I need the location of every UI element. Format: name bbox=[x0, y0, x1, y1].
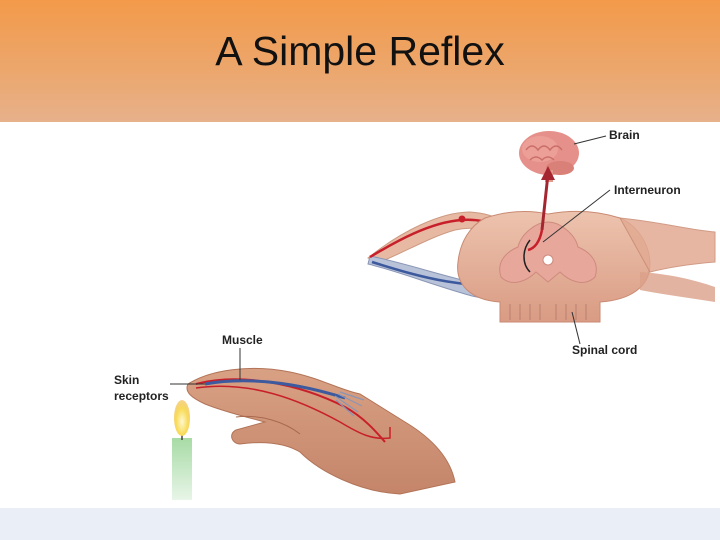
title-band bbox=[0, 0, 720, 122]
slide-title: A Simple Reflex bbox=[215, 28, 505, 74]
interneuron-path bbox=[523, 166, 555, 273]
skin-receptors-label-line1: Skin bbox=[114, 373, 139, 387]
spinal-cord-label: Spinal cord bbox=[572, 343, 637, 357]
footer-band bbox=[0, 508, 720, 540]
spinal-cord bbox=[457, 210, 716, 323]
skin-receptors-label-line2: receptors bbox=[114, 389, 169, 403]
reflex-arc-diagram: Brain Interneuron Spinal cord Muscle Ski… bbox=[114, 128, 716, 500]
brain-label: Brain bbox=[609, 128, 640, 142]
leader-lines bbox=[170, 135, 611, 385]
candle bbox=[172, 400, 192, 500]
interneuron-label: Interneuron bbox=[614, 183, 681, 197]
hand bbox=[186, 367, 456, 495]
muscle-label: Muscle bbox=[222, 333, 263, 347]
